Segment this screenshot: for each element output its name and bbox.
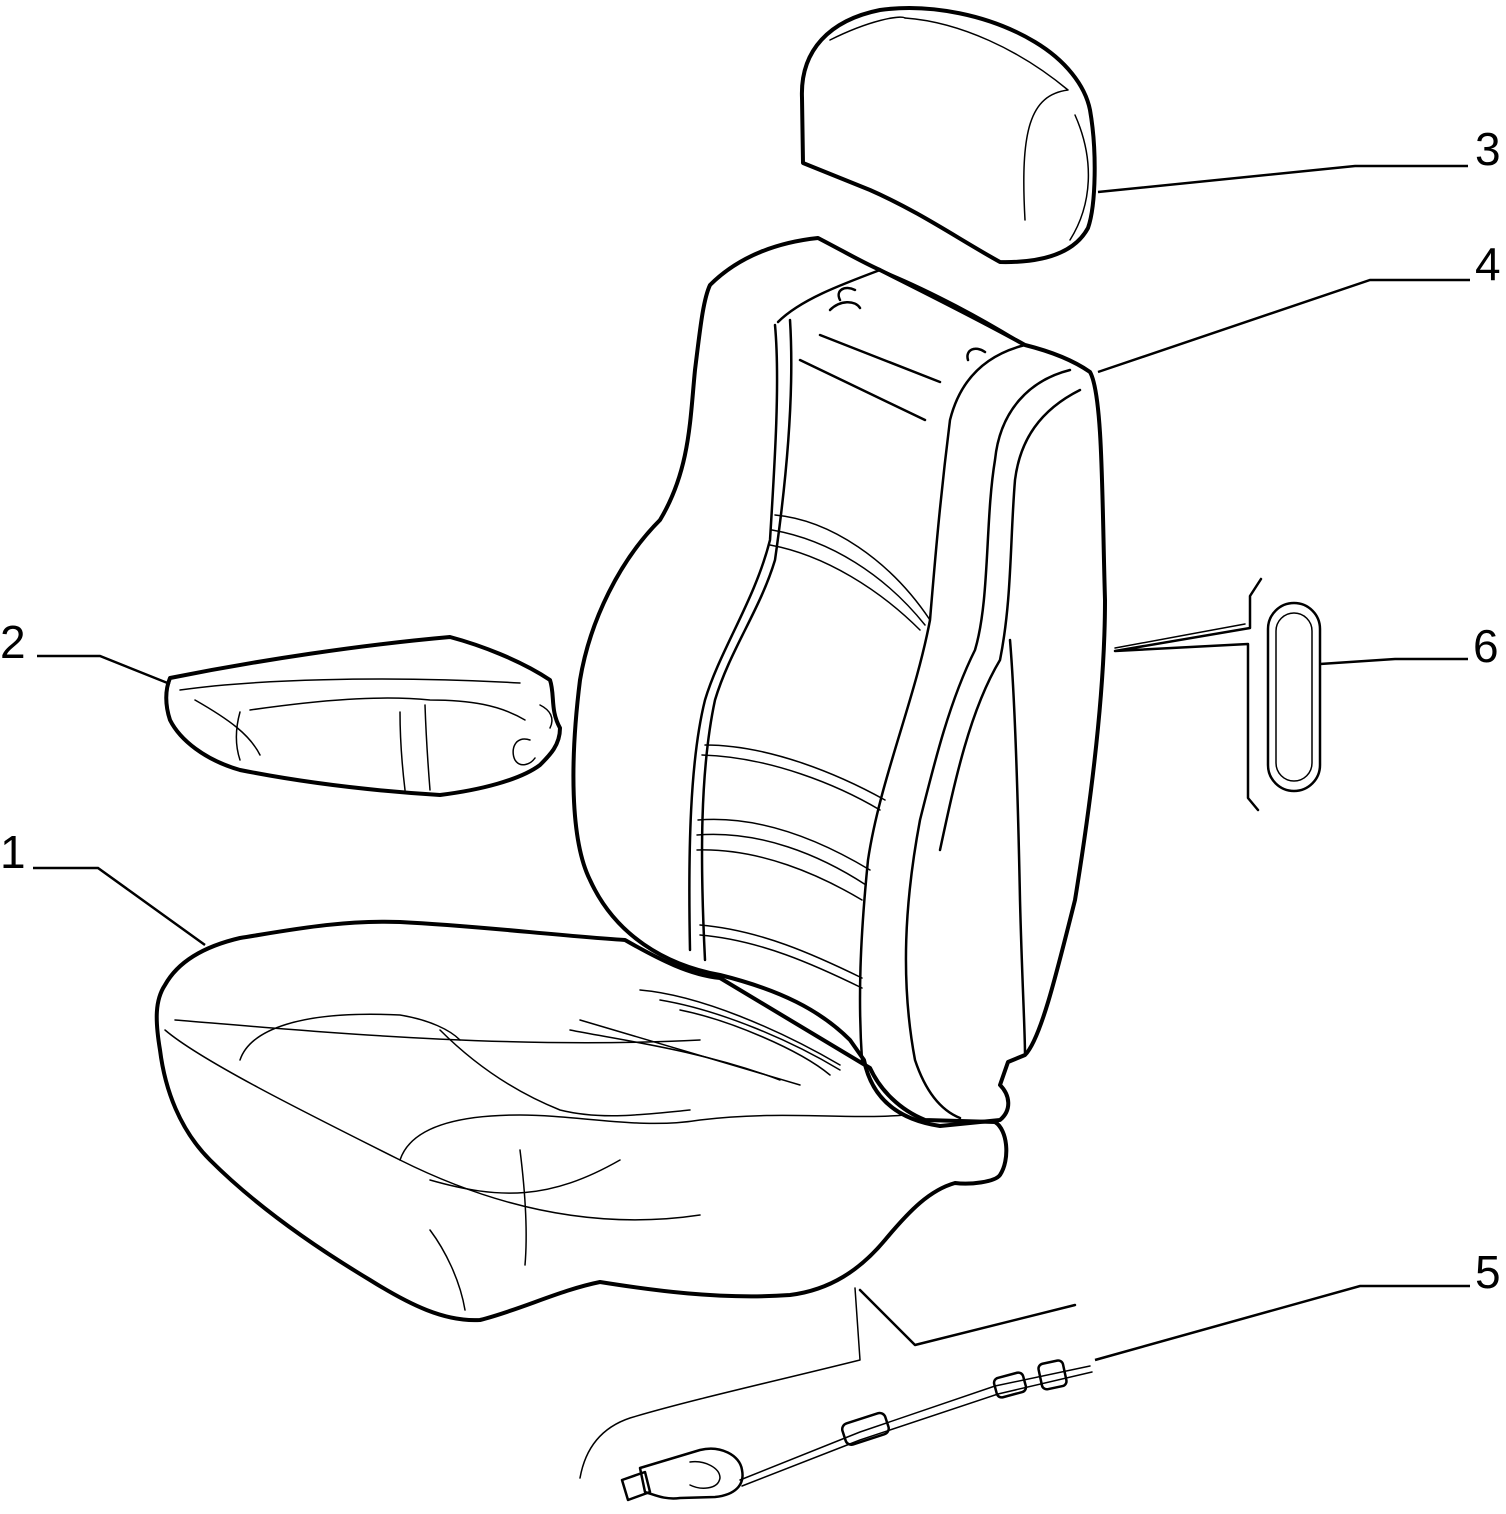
headrest	[799, 6, 1097, 265]
leader-2	[37, 654, 171, 686]
leader-1	[33, 866, 206, 947]
leader-6	[1319, 657, 1468, 666]
leader-5	[1094, 1284, 1470, 1362]
oval-trim	[1113, 577, 1322, 812]
callout-4: 4	[1475, 238, 1501, 290]
backrest	[571, 236, 1107, 1128]
callout-3: 3	[1475, 123, 1501, 175]
armrest	[164, 635, 562, 797]
callout-5: 5	[1475, 1246, 1501, 1298]
release-cable	[579, 1287, 1093, 1502]
callout-1: 1	[0, 826, 26, 878]
leader-3	[1097, 164, 1468, 194]
leader-4	[1097, 278, 1470, 374]
callout-labels: 1 2 3 4 5 6	[0, 123, 1501, 1298]
seat-cushion	[154, 919, 1009, 1323]
leader-lines	[33, 164, 1470, 1362]
callout-6: 6	[1473, 620, 1499, 672]
callout-2: 2	[0, 616, 26, 668]
